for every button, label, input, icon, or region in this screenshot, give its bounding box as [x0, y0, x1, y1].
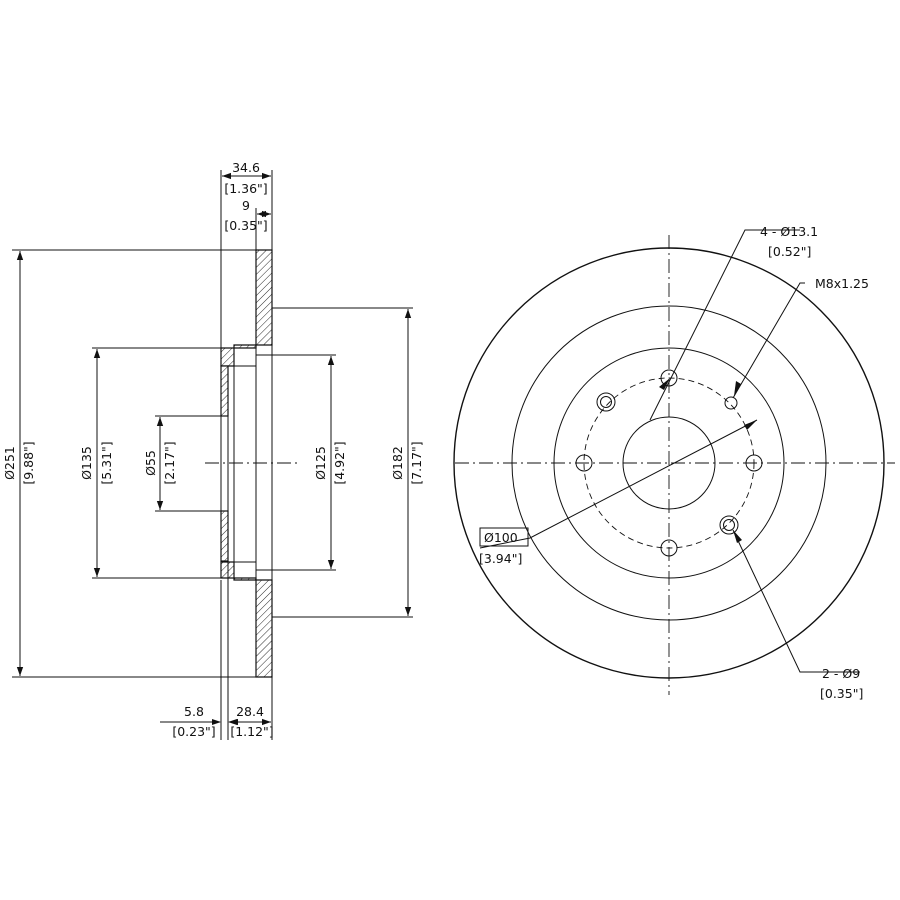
- bolt-circle-callout: Ø100: [484, 530, 518, 545]
- hat-diameter-value: Ø135: [79, 446, 94, 480]
- small-holes-callout: 2 - Ø9: [822, 666, 860, 681]
- bolt-circle: [583, 377, 755, 549]
- rotor-section-bottom: [220, 561, 273, 678]
- disc-thickness-value: 9: [242, 198, 250, 213]
- center-bore-value: Ø55: [143, 450, 158, 476]
- hat-height-value: 28.4: [236, 704, 264, 719]
- offset-inch: [0.23"]: [172, 724, 215, 739]
- threaded-hole: [724, 396, 738, 410]
- inner-diameter-value: Ø125: [313, 446, 328, 480]
- leader-thread-arrow: [734, 381, 741, 396]
- rotor-section-top: [220, 249, 273, 367]
- bolt-circle-callout-inch: [3.94"]: [479, 551, 522, 566]
- small-hole-upper-left-inner: [600, 396, 612, 408]
- hub-face-upper: [220, 365, 229, 417]
- outer-diameter-inch: [9.88"]: [21, 441, 36, 484]
- side-view: 34.6 [1.36"] 9 [0.35"] 5.8 [0.23"] 28.4 …: [2, 160, 424, 740]
- friction-inner-diameter-value: Ø182: [390, 446, 405, 480]
- front-view: 4 - Ø13.1 [0.52"] M8x1.25 Ø100 [3.94"] 2…: [453, 224, 895, 701]
- hat-diameter-inch: [5.31"]: [99, 441, 114, 484]
- hat-outer-circle: [553, 347, 785, 579]
- small-holes-callout-inch: [0.35"]: [820, 686, 863, 701]
- overall-width-value: 34.6: [232, 160, 260, 175]
- lug-hole-top: [660, 369, 678, 387]
- small-hole-upper-left: [596, 392, 616, 412]
- hub-face-center: [220, 415, 229, 512]
- small-hole-lower-right: [719, 515, 739, 535]
- lug-hole-right: [745, 454, 763, 472]
- bolt-holes-callout: 4 - Ø13.1: [760, 224, 818, 239]
- dim-offset-arrow-left: [212, 719, 221, 725]
- offset-value: 5.8: [184, 704, 204, 719]
- leader-thread: [732, 282, 805, 399]
- leader-bolt-circle-arrow: [744, 420, 757, 430]
- leader-small-holes-arrow: [733, 530, 742, 543]
- hat-height-inch: [1.12"]: [230, 724, 273, 739]
- lug-hole-bottom: [660, 539, 678, 557]
- leader-bolt-holes: [649, 229, 800, 421]
- hub-face-lower: [220, 510, 229, 562]
- bolt-holes-callout-inch: [0.52"]: [768, 244, 811, 259]
- leader-bolt-circle: [479, 419, 758, 549]
- center-bore-circle: [622, 416, 716, 510]
- thread-callout: M8x1.25: [815, 276, 869, 291]
- inner-diameter-inch: [4.92"]: [332, 441, 347, 484]
- overall-width-inch: [1.36"]: [224, 181, 267, 196]
- outer-diameter-value: Ø251: [2, 446, 17, 480]
- small-hole-lower-right-inner: [723, 519, 735, 531]
- center-bore-inch: [2.17"]: [162, 441, 177, 484]
- bolt-circle-box: [479, 527, 529, 547]
- leader-small-holes: [732, 529, 860, 673]
- friction-inner-circle: [511, 305, 827, 621]
- lug-hole-left: [575, 454, 593, 472]
- disc-thickness-inch: [0.35"]: [224, 218, 267, 233]
- outer-rim-circle: [453, 247, 885, 679]
- friction-inner-diameter-inch: [7.17"]: [409, 441, 424, 484]
- leader-bolt-holes-arrow: [659, 378, 670, 390]
